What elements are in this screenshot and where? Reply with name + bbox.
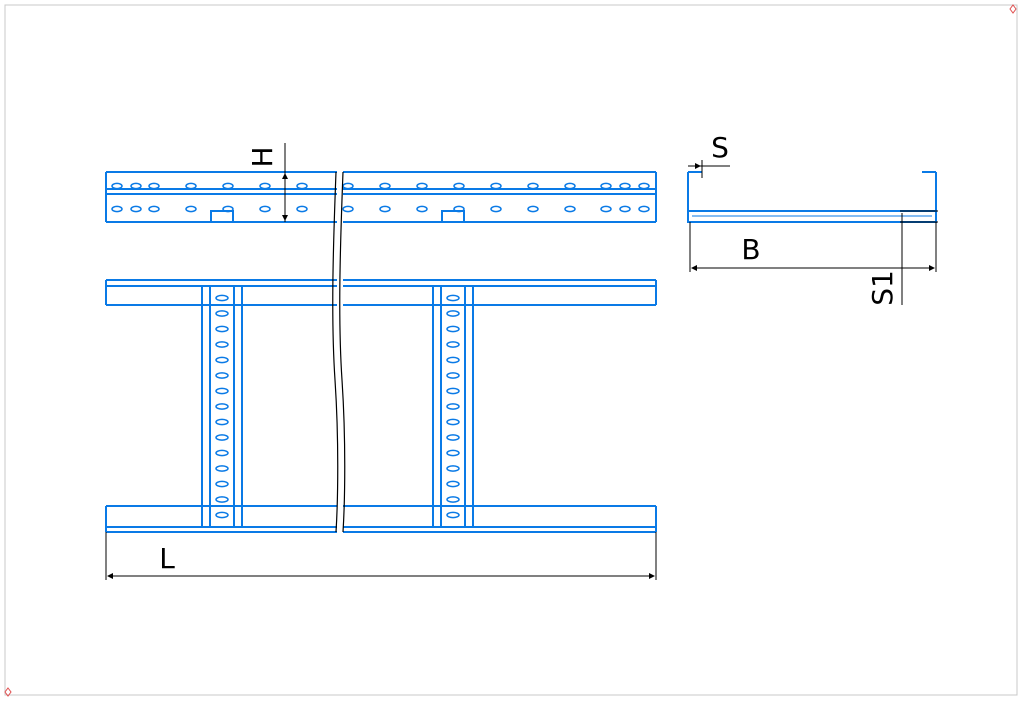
rung-slot-hole	[446, 465, 460, 472]
rung-slot-hole	[446, 480, 460, 488]
slot-hole	[490, 182, 502, 190]
dimension-h-label: H	[246, 146, 279, 167]
dimension-s1	[900, 210, 938, 305]
rung-slot-hole	[215, 496, 229, 503]
rung-slot-hole	[446, 372, 460, 379]
dimension-l-label: L	[159, 542, 175, 575]
slot-hole	[619, 182, 631, 190]
break-line	[332, 171, 346, 533]
side-rail-right	[343, 171, 657, 223]
slot-hole	[453, 182, 465, 190]
rung-slot-hole	[446, 434, 460, 441]
slot-hole	[342, 182, 354, 190]
plan-bottom-rail	[105, 505, 657, 533]
slot-hole	[185, 205, 197, 213]
corner-marker-top-right	[1009, 4, 1017, 14]
rung-slot-hole	[215, 449, 229, 457]
slot-hole	[130, 205, 142, 213]
rung-slot-hole	[215, 403, 229, 410]
cross-section	[687, 171, 937, 223]
slot-hole	[453, 205, 465, 213]
rung-slot-hole	[215, 465, 229, 472]
rung-slot-hole	[215, 480, 229, 488]
slot-hole	[148, 205, 160, 213]
rung-slot-hole	[446, 496, 460, 503]
slot-hole	[416, 205, 428, 213]
plan-top-rail	[105, 279, 657, 306]
side-rail-left	[105, 171, 337, 223]
corner-marker-bottom-left	[4, 687, 12, 697]
dimension-s	[688, 160, 730, 178]
rung-slot-hole	[446, 325, 460, 333]
rung-slot-hole	[215, 511, 229, 519]
slot-hole	[638, 205, 650, 213]
rung-slot-holes	[215, 294, 460, 519]
rung-slot-hole	[215, 310, 229, 317]
rung-left	[201, 286, 243, 527]
rung-slot-hole	[446, 403, 460, 410]
rung-slot-hole	[446, 511, 460, 519]
slot-hole	[564, 205, 576, 213]
slot-hole	[600, 182, 612, 190]
slot-hole	[259, 205, 271, 213]
dimension-s-label: S	[711, 131, 729, 164]
side-slot-holes	[111, 182, 650, 213]
rung-slot-hole	[215, 372, 229, 379]
rung-slot-hole	[215, 387, 229, 395]
rung-slot-hole	[215, 418, 229, 426]
slot-hole	[296, 182, 308, 190]
slot-hole	[619, 205, 631, 213]
slot-hole	[259, 182, 271, 190]
plan-view	[105, 279, 657, 533]
slot-hole	[527, 205, 539, 213]
slot-hole	[222, 205, 234, 213]
rung-slot-hole	[215, 434, 229, 441]
dimension-b	[689, 222, 937, 272]
rung-slot-hole	[215, 325, 229, 333]
slot-hole	[490, 205, 502, 213]
rung-slot-hole	[446, 294, 460, 302]
slot-hole	[379, 182, 391, 190]
rung-slot-hole	[215, 356, 229, 364]
slot-hole	[111, 182, 123, 190]
slot-hole	[564, 182, 576, 190]
slot-hole	[379, 205, 391, 213]
slot-hole	[638, 182, 650, 190]
slot-hole	[416, 182, 428, 190]
sheet-frame	[4, 4, 1018, 696]
slot-hole	[296, 205, 308, 213]
slot-hole	[148, 182, 160, 190]
rung-slot-hole	[215, 341, 229, 348]
dimension-s1-label: S1	[866, 270, 899, 306]
rung-slot-hole	[446, 310, 460, 317]
rung-slot-hole	[446, 418, 460, 426]
slot-hole	[111, 205, 123, 213]
slot-hole	[185, 182, 197, 190]
slot-hole	[130, 182, 142, 190]
slot-hole	[222, 182, 234, 190]
rung-right	[432, 286, 474, 527]
rung-slot-hole	[446, 449, 460, 457]
rung-slot-hole	[446, 387, 460, 395]
dimension-b-label: B	[741, 233, 760, 266]
slot-hole	[342, 205, 354, 213]
rung-slot-hole	[446, 356, 460, 364]
rung-slot-hole	[215, 294, 229, 302]
dimension-l	[105, 532, 657, 580]
side-view	[105, 171, 657, 223]
rung-slot-hole	[446, 341, 460, 348]
slot-hole	[600, 205, 612, 213]
slot-hole	[527, 182, 539, 190]
